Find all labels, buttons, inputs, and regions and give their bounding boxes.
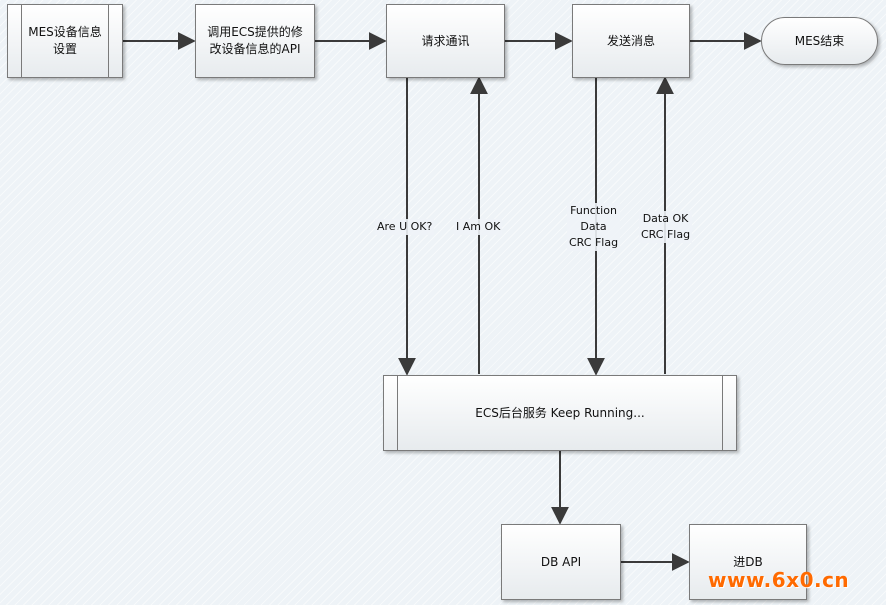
into-db-box: 进DB: [689, 524, 807, 600]
request-comm-box: 请求通讯: [386, 4, 505, 78]
call-api-box: 调用ECS提供的修 改设备信息的API: [195, 4, 315, 78]
edge-label-are-u-ok: Are U OK?: [375, 219, 435, 235]
mes-end-label: MES结束: [794, 33, 845, 48]
db-api-box: DB API: [501, 524, 621, 600]
db-api-label: DB API: [540, 554, 582, 569]
edge-label-data-ok: Data OK CRC Flag: [639, 211, 693, 243]
send-msg-box: 发送消息: [572, 4, 690, 78]
send-msg-label: 发送消息: [606, 33, 655, 48]
mes-setup-box: MES设备信息 设置: [7, 4, 123, 78]
ecs-service-label: ECS后台服务 Keep Running...: [475, 405, 645, 420]
mes-setup-label: MES设备信息 设置: [28, 25, 102, 56]
ecs-service-box: ECS后台服务 Keep Running...: [383, 375, 737, 451]
request-comm-label: 请求通讯: [421, 33, 470, 48]
call-api-label: 调用ECS提供的修 改设备信息的API: [207, 25, 303, 56]
edge-label-function-data: Function Data CRC Flag: [567, 203, 621, 251]
site-watermark: www.6x0.cn: [708, 568, 850, 592]
into-db-label: 进DB: [733, 554, 763, 569]
mes-end-terminator: MES结束: [761, 17, 878, 65]
edge-label-i-am-ok: I Am OK: [454, 219, 503, 235]
